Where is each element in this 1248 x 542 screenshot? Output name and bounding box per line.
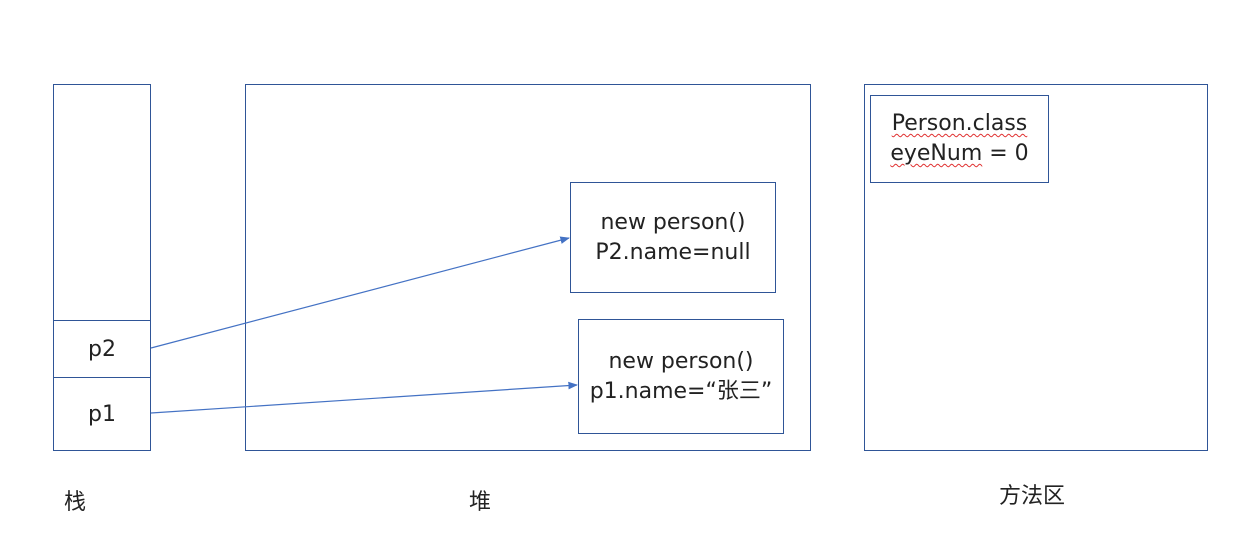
- static-field-value: = 0: [982, 141, 1029, 166]
- heap-object-p2: new person() P2.name=null: [570, 182, 776, 293]
- stack-slot-p2-label: p2: [88, 336, 116, 362]
- stack-slot-p1-label: p1: [88, 401, 116, 427]
- stack-slot-p2: p2: [54, 320, 150, 377]
- class-box-person: Person.class eyeNum = 0: [870, 95, 1049, 183]
- stack-label: 栈: [64, 490, 87, 515]
- arrow-p1-to-object: [150, 381, 578, 414]
- arrow-p2-to-object: [150, 236, 570, 349]
- heap-object-p1-field: p1.name=“张三”: [589, 378, 773, 404]
- heap-object-p2-constructor: new person(): [600, 209, 746, 235]
- heap-label: 堆: [469, 490, 492, 515]
- static-field: eyeNum = 0: [890, 139, 1028, 169]
- heap-object-p1-constructor: new person(): [608, 348, 754, 374]
- static-field-name: eyeNum: [890, 141, 983, 166]
- stack-slot-p1: p1: [54, 377, 150, 450]
- heap-object-p1: new person() p1.name=“张三”: [578, 319, 784, 434]
- class-name: Person.class: [891, 111, 1028, 136]
- heap-object-p2-field: P2.name=null: [595, 239, 751, 265]
- stack-region: p2 p1: [53, 84, 151, 451]
- method-area-label: 方法区: [999, 484, 1066, 509]
